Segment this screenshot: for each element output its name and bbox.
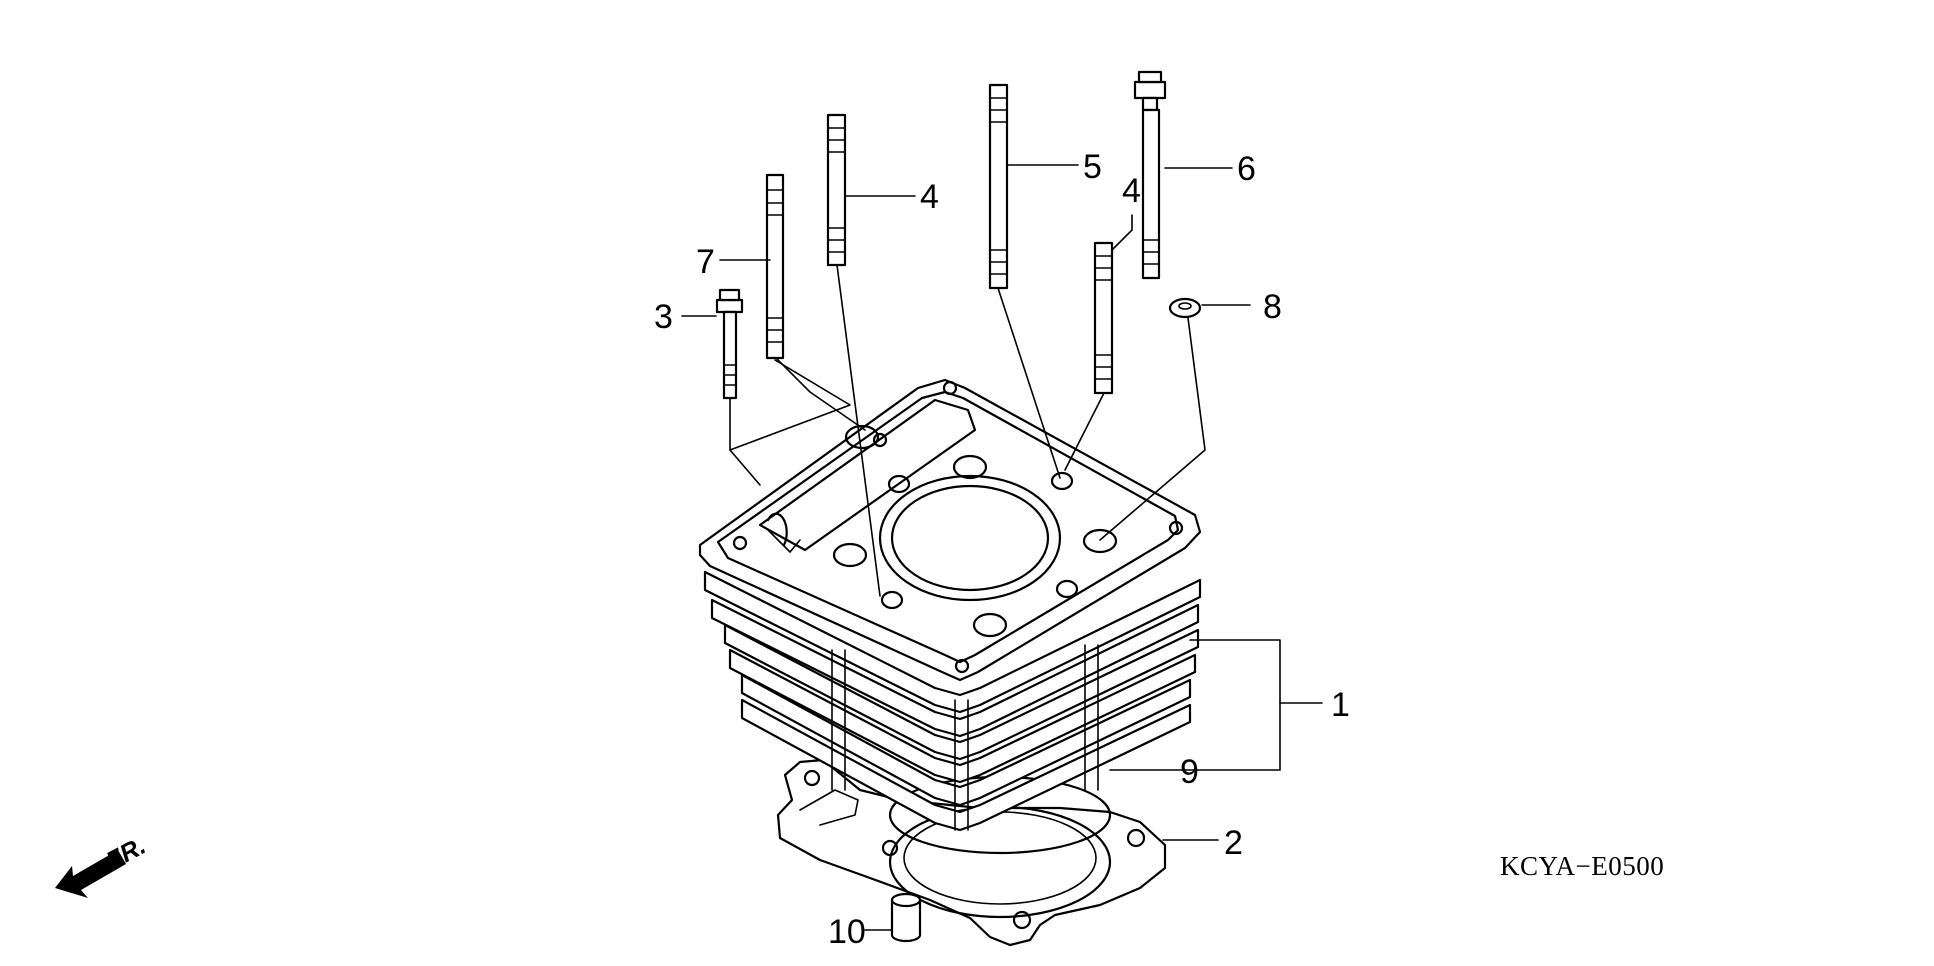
callout-4a: 4 <box>920 178 939 216</box>
diagram-code: KCYA−E0500 <box>1500 851 1664 881</box>
stud-7 <box>765 173 785 360</box>
bolt-6 <box>1133 70 1167 280</box>
callout-8: 8 <box>1263 288 1282 326</box>
callout-10: 10 <box>828 913 866 951</box>
callout-9: 9 <box>1180 753 1199 791</box>
callout-2: 2 <box>1224 824 1243 862</box>
callout-5: 5 <box>1083 148 1102 186</box>
callout-leaders <box>681 164 1323 931</box>
callout-4b: 4 <box>1122 172 1141 210</box>
leader-lines <box>729 264 1206 597</box>
front-arrow-icon <box>55 850 126 898</box>
dowel-pin <box>890 892 922 943</box>
stud-4-right <box>1093 241 1114 395</box>
stud-4-left <box>826 113 847 267</box>
bolt-3 <box>715 288 744 400</box>
cylinder-body <box>698 378 1202 855</box>
callout-3: 3 <box>654 298 673 336</box>
washer-8 <box>1168 297 1202 319</box>
callout-7: 7 <box>696 243 715 281</box>
callout-6: 6 <box>1237 150 1256 188</box>
callout-1: 1 <box>1331 686 1350 724</box>
stud-5 <box>988 83 1009 290</box>
